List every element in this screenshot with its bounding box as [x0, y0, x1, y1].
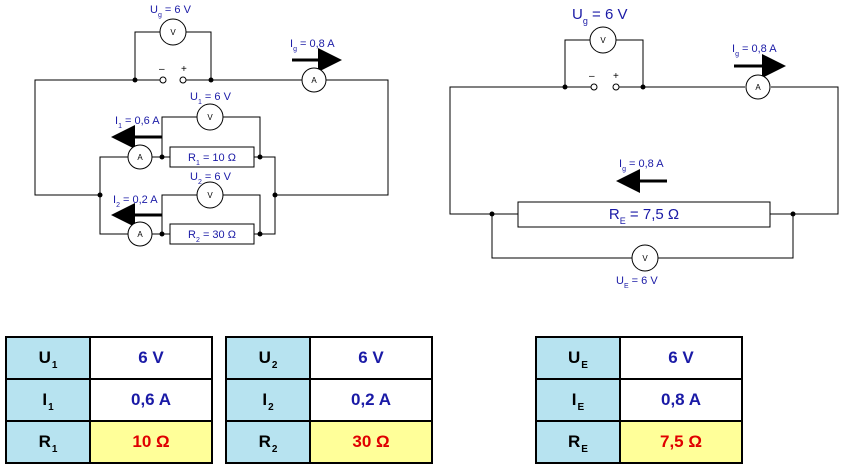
right-voltmeter-e: V [631, 244, 659, 272]
key-cell: R2 [225, 420, 311, 464]
right-ig-return-label: Ig = 0,8 A [619, 158, 664, 173]
svg-text:R1 = 10 Ω: R1 = 10 Ω [188, 152, 236, 167]
left-u2-label: U2 = 6 V [190, 171, 232, 186]
left-ammeter-2: A [127, 221, 153, 247]
value-cell: 6 V [619, 336, 743, 380]
svg-text:R2 = 30 Ω: R2 = 30 Ω [188, 229, 236, 244]
table-branch-2: U2 6 V I2 0,2 A R2 30 Ω [225, 336, 433, 464]
right-ug-label: Ug = 6 V [572, 6, 627, 26]
svg-text:V: V [170, 28, 176, 37]
circuit-diagrams: V Ug = 6 V – + Ig = 0,8 A A U1 = 6 V V I… [34, 4, 839, 290]
right-ig-label: Ig = 0,8 A [732, 43, 777, 58]
left-resistor-2: R2 = 30 Ω [169, 223, 255, 245]
left-resistor-1: R1 = 10 Ω [169, 146, 255, 168]
key-cell: UE [535, 336, 621, 380]
resistance-cell: 30 Ω [309, 420, 433, 464]
left-ug-label: Ug = 6 V [150, 4, 192, 19]
value-cell: 0,8 A [619, 378, 743, 422]
value-cell: 6 V [89, 336, 213, 380]
svg-text:+: + [613, 71, 619, 82]
right-ue-label: UE = 6 V [616, 275, 658, 290]
svg-text:A: A [137, 153, 143, 162]
left-voltmeter-1: V [196, 103, 224, 131]
resistance-cell: 7,5 Ω [619, 420, 743, 464]
svg-text:V: V [642, 254, 648, 263]
left-circuit [34, 31, 389, 235]
svg-text:V: V [600, 36, 606, 45]
key-cell: RE [535, 420, 621, 464]
svg-text:–: – [159, 64, 165, 75]
svg-text:V: V [207, 113, 213, 122]
table-row: RE 7,5 Ω [535, 420, 743, 464]
table-row: R1 10 Ω [5, 420, 213, 464]
left-u1-label: U1 = 6 V [190, 91, 232, 106]
table-row: U2 6 V [225, 336, 433, 380]
table-row: U1 6 V [5, 336, 213, 380]
table-row: R2 30 Ω [225, 420, 433, 464]
left-junction-dots [97, 77, 278, 237]
svg-text:A: A [755, 83, 761, 92]
svg-text:–: – [589, 71, 595, 82]
left-ammeter-main: A [301, 67, 327, 93]
right-ammeter-main: A [745, 74, 771, 100]
svg-text:RE = 7,5 Ω: RE = 7,5 Ω [609, 206, 679, 226]
svg-text:+: + [181, 64, 187, 75]
table-row: I1 0,6 A [5, 378, 213, 422]
svg-text:A: A [311, 76, 317, 85]
right-circuit [449, 39, 839, 259]
right-junction-dots [489, 84, 796, 217]
left-voltmeter-2: V [196, 181, 224, 209]
right-resistor-e: RE = 7,5 Ω [517, 201, 771, 228]
right-voltmeter-top: V [589, 26, 617, 54]
key-cell: I2 [225, 378, 311, 422]
value-cell: 6 V [309, 336, 433, 380]
right-source: – + [589, 71, 620, 91]
left-i1-label: I1 = 0,6 A [115, 115, 160, 130]
left-ammeter-1: A [127, 144, 153, 170]
table-row: IE 0,8 A [535, 378, 743, 422]
left-i2-label: I2 = 0,2 A [113, 194, 158, 209]
key-cell: I1 [5, 378, 91, 422]
table-row: UE 6 V [535, 336, 743, 380]
key-cell: R1 [5, 420, 91, 464]
value-cell: 0,2 A [309, 378, 433, 422]
left-voltmeter-top: V [159, 18, 187, 46]
svg-text:V: V [207, 191, 213, 200]
value-cell: 0,6 A [89, 378, 213, 422]
key-cell: U1 [5, 336, 91, 380]
left-ig-label: Ig = 0,8 A [290, 38, 335, 53]
key-cell: IE [535, 378, 621, 422]
table-equivalent: UE 6 V IE 0,8 A RE 7,5 Ω [535, 336, 743, 464]
table-branch-1: U1 6 V I1 0,6 A R1 10 Ω [5, 336, 213, 464]
table-row: I2 0,2 A [225, 378, 433, 422]
left-source: – + [159, 64, 187, 84]
resistance-cell: 10 Ω [89, 420, 213, 464]
svg-text:A: A [137, 230, 143, 239]
key-cell: U2 [225, 336, 311, 380]
